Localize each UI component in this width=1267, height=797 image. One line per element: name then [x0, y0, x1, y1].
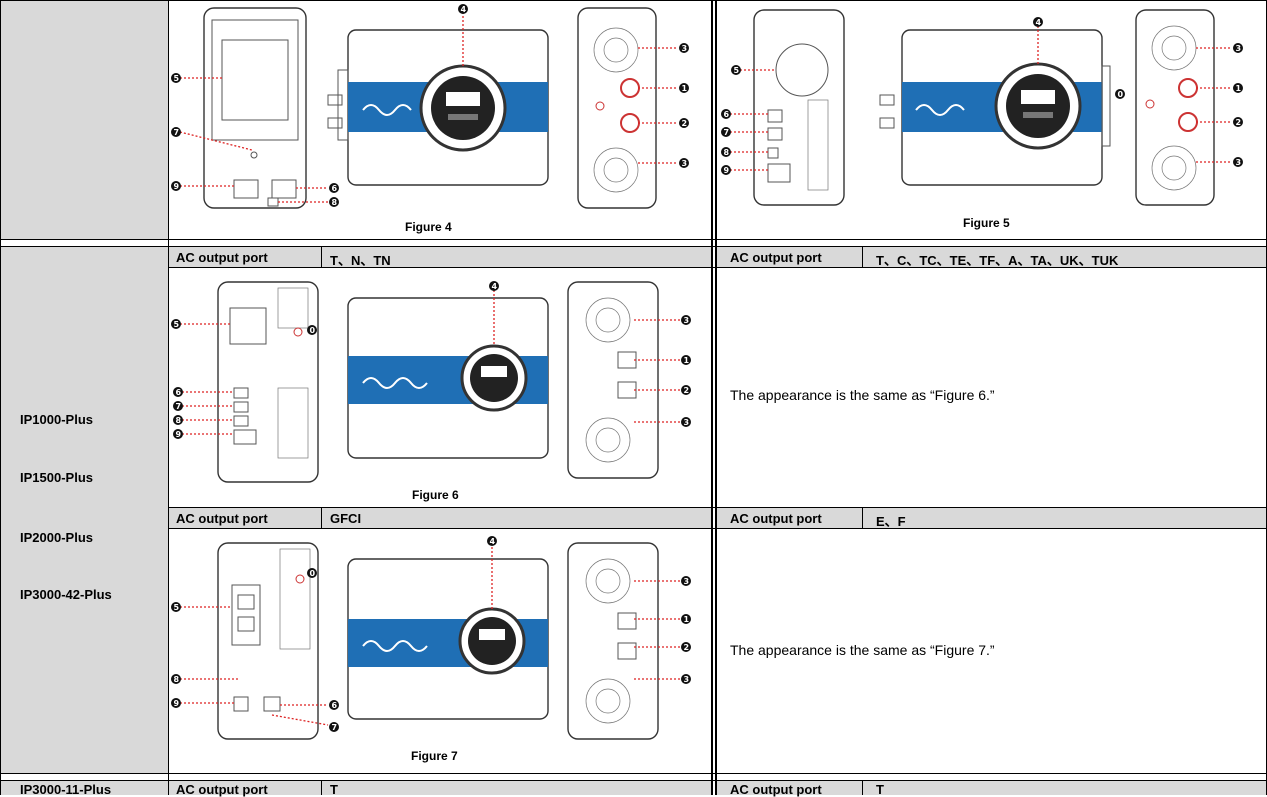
header-sep-right-b	[862, 508, 863, 528]
model-name: IP1000-Plus	[20, 412, 93, 427]
header-row-left-b	[168, 508, 712, 528]
svg-text:0: 0	[1118, 90, 1124, 99]
svg-text:4: 4	[490, 537, 496, 546]
header-value: T	[876, 782, 884, 797]
header-sep-left-c	[321, 781, 322, 795]
row-divider-1a	[0, 239, 1267, 240]
svg-text:9: 9	[174, 182, 180, 191]
header-label: AC output port	[176, 250, 268, 265]
svg-text:6: 6	[332, 701, 338, 710]
figure-caption: Figure 5	[963, 216, 1010, 230]
svg-text:7: 7	[174, 128, 180, 137]
figure-5-diagram: 4 3 1 2 3 5 6 7 8 9 0	[721, 9, 1243, 206]
svg-text:3: 3	[684, 577, 690, 586]
figure-caption: Figure 6	[412, 488, 459, 502]
svg-text:3: 3	[682, 159, 688, 168]
row-divider-1b	[0, 246, 1267, 247]
svg-text:3: 3	[684, 418, 690, 427]
header-line-b	[168, 528, 1267, 529]
table-border-top	[0, 0, 1267, 1]
svg-text:5: 5	[734, 66, 740, 75]
svg-text:8: 8	[174, 675, 180, 684]
header-label: AC output port	[730, 250, 822, 265]
svg-text:5: 5	[174, 320, 180, 329]
svg-text:6: 6	[332, 184, 338, 193]
svg-text:9: 9	[176, 430, 182, 439]
model-cell-middle	[0, 247, 168, 773]
svg-text:3: 3	[1236, 158, 1242, 167]
header-label: AC output port	[176, 511, 268, 526]
svg-text:2: 2	[682, 119, 688, 128]
figure-caption: Figure 4	[405, 220, 452, 234]
model-column-divider	[168, 0, 169, 795]
figure-4-diagram: 4 3 1 2 3 5 7 9 6 8	[171, 4, 689, 209]
figure-7-diagram: 4 3 1 2 3 5 8 9 6 7 0	[171, 536, 691, 740]
svg-text:4: 4	[492, 282, 498, 291]
row-divider-mid	[168, 507, 1267, 508]
header-row-right-c	[716, 781, 1267, 795]
figure-6-diagram: 4 3 1 2 3 5 6 7 8 9 0	[171, 281, 691, 483]
svg-text:6: 6	[176, 388, 182, 397]
header-sep-left-a	[321, 247, 322, 267]
svg-text:8: 8	[332, 198, 338, 207]
header-value: E、F	[876, 514, 906, 529]
header-row-left-a	[168, 247, 712, 267]
svg-text:4: 4	[1036, 18, 1042, 27]
svg-text:6: 6	[724, 110, 730, 119]
header-sep-right-c	[862, 781, 863, 795]
header-sep-right-a	[862, 247, 863, 267]
svg-text:8: 8	[724, 148, 730, 157]
svg-text:1: 1	[684, 356, 690, 365]
svg-text:3: 3	[684, 316, 690, 325]
svg-text:1: 1	[1236, 84, 1242, 93]
svg-text:3: 3	[1236, 44, 1242, 53]
svg-text:7: 7	[176, 402, 182, 411]
figure-caption: Figure 7	[411, 749, 458, 763]
svg-text:7: 7	[332, 723, 338, 732]
header-sep-left-b	[321, 508, 322, 528]
table-border-left	[0, 0, 1, 795]
model-cell-bottom	[0, 781, 168, 795]
svg-text:3: 3	[684, 675, 690, 684]
svg-text:0: 0	[310, 569, 316, 578]
model-name: IP3000-42-Plus	[20, 587, 112, 602]
model-name: IP2000-Plus	[20, 530, 93, 545]
header-value: T、N、TN	[330, 253, 391, 268]
svg-text:2: 2	[1236, 118, 1242, 127]
header-row-right-a	[716, 247, 1267, 267]
header-label: AC output port	[730, 782, 822, 797]
model-cell-top	[0, 0, 168, 239]
appearance-note: The appearance is the same as “Figure 7.…	[730, 642, 995, 658]
row-divider-2b	[0, 780, 1267, 781]
header-value: T	[330, 782, 338, 797]
svg-text:2: 2	[684, 386, 690, 395]
appearance-note: The appearance is the same as “Figure 6.…	[730, 387, 995, 403]
svg-text:1: 1	[682, 84, 688, 93]
svg-text:9: 9	[174, 699, 180, 708]
svg-text:2: 2	[684, 643, 690, 652]
header-label: AC output port	[176, 782, 268, 797]
row-divider-2a	[0, 773, 1267, 774]
header-value: GFCI	[330, 511, 362, 526]
svg-text:8: 8	[176, 416, 182, 425]
model-name: IP3000-11-Plus	[20, 782, 112, 797]
header-value: T、C、TC、TE、TF、A、TA、UK、TUK	[876, 253, 1119, 268]
svg-text:7: 7	[724, 128, 730, 137]
header-label: AC output port	[730, 511, 822, 526]
svg-text:0: 0	[310, 326, 316, 335]
svg-text:3: 3	[682, 44, 688, 53]
header-row-right-b	[716, 508, 1267, 528]
svg-text:4: 4	[461, 5, 467, 14]
svg-text:9: 9	[724, 166, 730, 175]
header-row-left-c	[168, 781, 712, 795]
svg-text:5: 5	[174, 603, 180, 612]
header-line-a	[168, 267, 1267, 268]
center-divider-a	[711, 0, 713, 795]
svg-text:5: 5	[174, 74, 180, 83]
center-divider-b	[715, 0, 717, 795]
svg-text:1: 1	[684, 615, 690, 624]
model-name: IP1500-Plus	[20, 470, 93, 485]
